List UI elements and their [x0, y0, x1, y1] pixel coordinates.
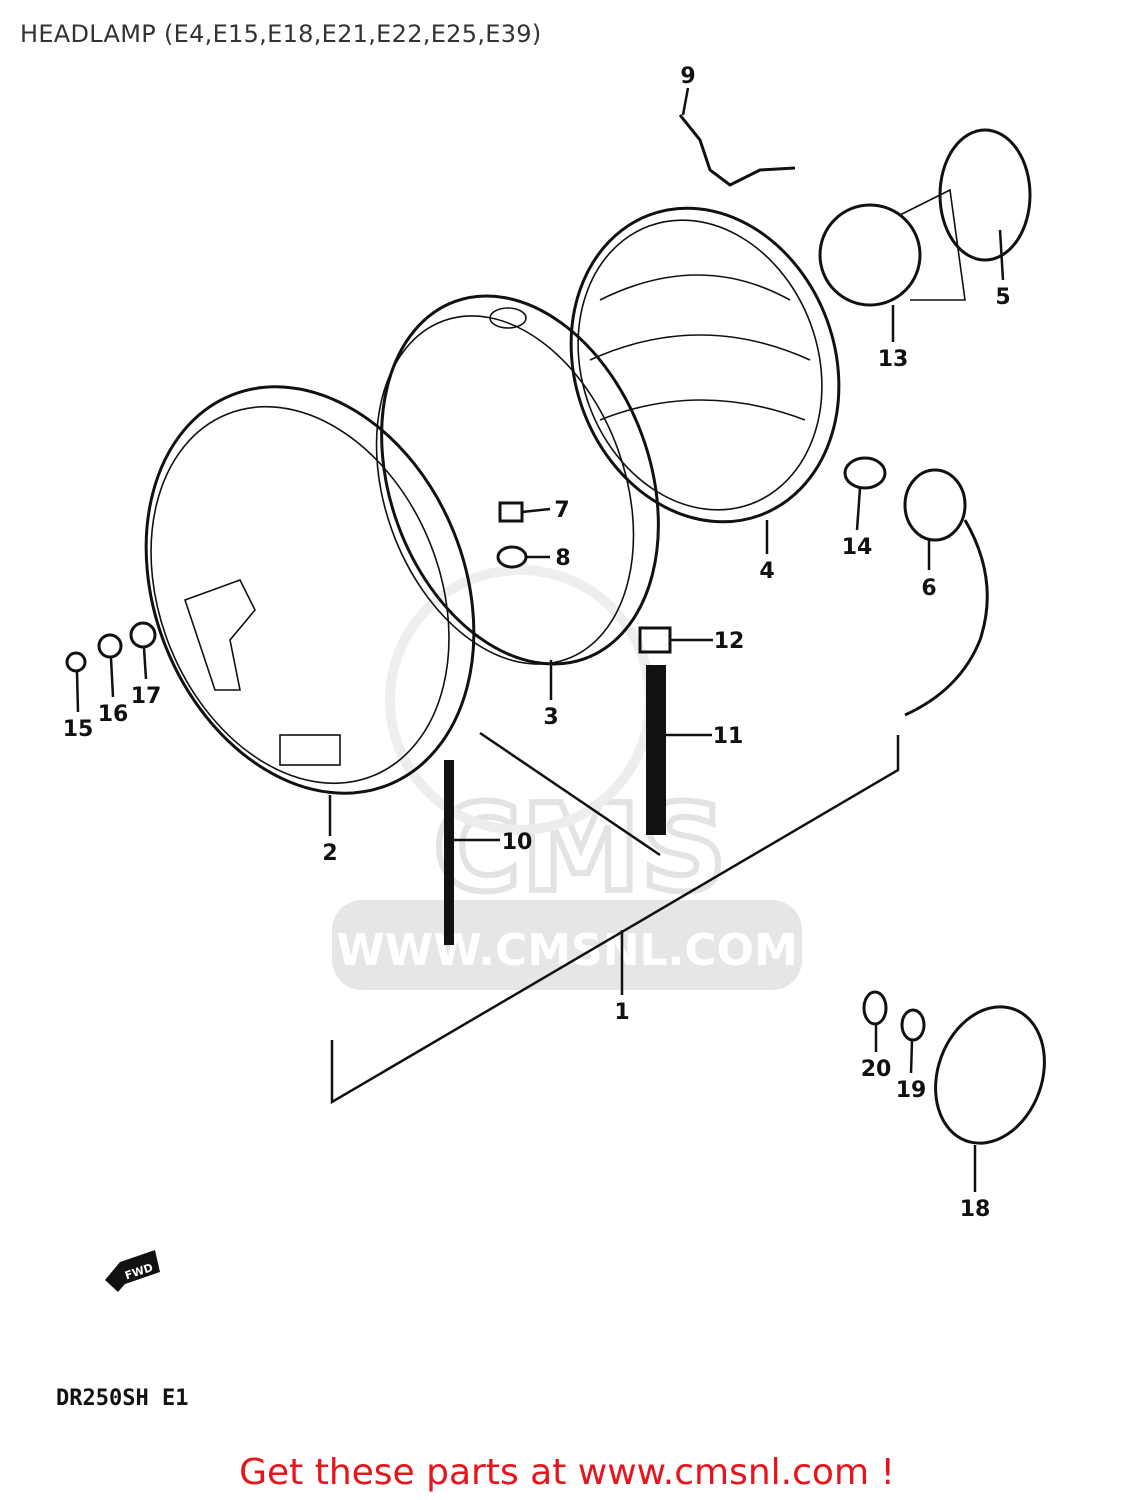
callout-7: 7: [554, 498, 569, 523]
callout-11: 11: [713, 724, 744, 749]
callout-1: 1: [614, 1000, 629, 1025]
part-washer-flat: [129, 621, 157, 649]
callout-9: 9: [680, 64, 695, 89]
callout-4: 4: [759, 559, 774, 584]
part-washer-small: [97, 633, 123, 659]
part-wire: [678, 114, 796, 187]
callout-10: 10: [502, 830, 533, 855]
model-code: DR250SH E1: [56, 1386, 189, 1411]
part-position-bulb: [843, 456, 887, 490]
part-washer: [496, 545, 528, 569]
callout-15: 15: [63, 717, 94, 742]
watermark-url: WWW.CMSNL.COM: [336, 925, 798, 976]
callout-14: 14: [842, 535, 873, 560]
part-bulb: [818, 128, 1032, 307]
footer-link[interactable]: Get these parts at www.cmsnl.com !: [239, 1452, 895, 1493]
fwd-arrow-icon: FWD: [105, 1250, 160, 1292]
callout-12: 12: [714, 629, 745, 654]
diagram-title: HEADLAMP (E4,E15,E18,E21,E22,E25,E39): [20, 20, 542, 48]
part-nut-small: [65, 651, 87, 673]
part-position-socket: [903, 468, 989, 717]
callout-3: 3: [543, 705, 558, 730]
part-screw: [498, 501, 524, 523]
part-rim: [144, 385, 476, 795]
callout-6: 6: [921, 576, 936, 601]
part-housing: [375, 294, 660, 666]
callout-19: 19: [896, 1078, 927, 1103]
callout-5: 5: [995, 285, 1010, 310]
callout-20: 20: [861, 1057, 892, 1082]
callout-16: 16: [98, 702, 129, 727]
callout-17: 17: [131, 684, 162, 709]
part-nut-20: [862, 990, 888, 1026]
callout-8: 8: [555, 546, 570, 571]
part-lens-unit: [569, 206, 841, 524]
part-washer-19: [900, 1008, 926, 1042]
callout-13: 13: [878, 347, 909, 372]
part-cover: [934, 1005, 1046, 1145]
callouts: 1 2 3 4 5 6 7 8 9 10 11 12 13 14 15 16 1…: [63, 64, 1011, 1222]
callout-18: 18: [960, 1197, 991, 1222]
callout-2: 2: [322, 841, 337, 866]
